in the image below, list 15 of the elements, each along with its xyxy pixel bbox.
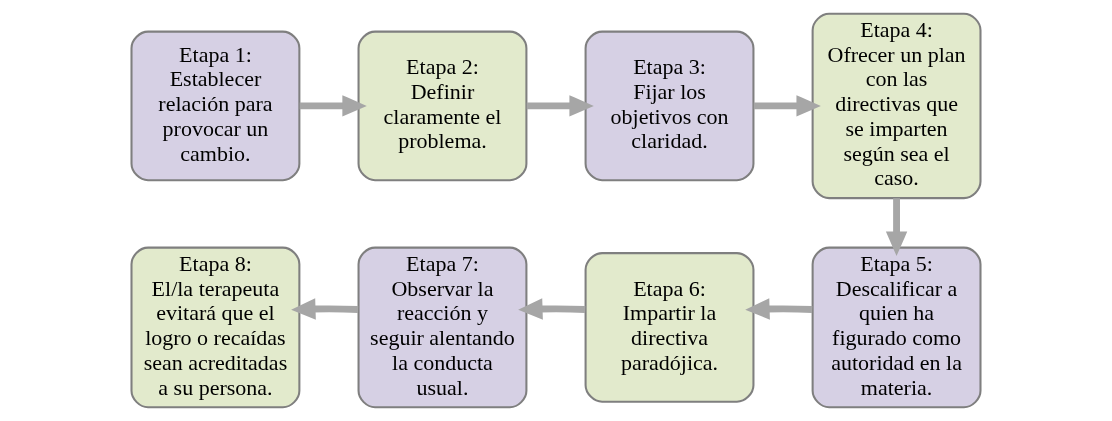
arrow <box>291 298 359 320</box>
arrow <box>518 298 586 320</box>
node-box: Etapa 8: El/la terapeuta evitará que el logro o recaídas sean acreditadas a su persona. <box>130 246 301 409</box>
arrow <box>745 298 813 320</box>
node-box: Etapa 1: Establecer relación para provocar un cambio. <box>130 30 301 182</box>
node-box: Etapa 3: Fijar los objetivos con claridad. <box>584 30 755 182</box>
arrow <box>526 95 594 117</box>
arrow <box>885 198 908 256</box>
node-box: Etapa 4: Ofrecer un plan con las directivas que se imparten según sea el caso. <box>811 12 982 200</box>
node-box: Etapa 5: Descalificar a quien ha figurado como autoridad en la materia. <box>811 246 982 409</box>
node-box: Etapa 6: Impartir la directiva paradójica. <box>584 252 755 403</box>
arrow <box>753 95 821 117</box>
node-box: Etapa 7: Observar la reacción y seguir alentando la conducta usual. <box>357 246 528 409</box>
node-box: Etapa 2: Definir claramente el problema. <box>357 30 528 182</box>
arrow <box>299 95 367 117</box>
